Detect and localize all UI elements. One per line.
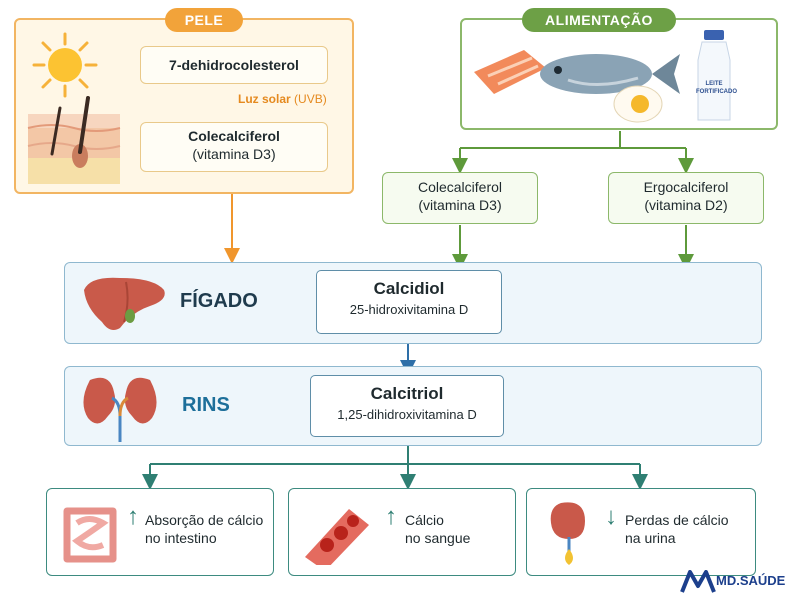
colecalciferol-food-sub: (vitamina D3) xyxy=(418,197,502,213)
figado-label: FÍGADO xyxy=(180,290,258,312)
colecalciferol-food-box: Colecalciferol (vitamina D3) xyxy=(382,172,538,224)
egg-icon xyxy=(613,85,663,123)
effect-blood-text: Cálcio no sangue xyxy=(405,511,470,547)
calcidiol-sub: 25-hidroxivitamina D xyxy=(349,302,469,317)
calcitriol-title: Calcitriol xyxy=(370,384,444,403)
effect-urine-line1: Perdas de cálcio xyxy=(625,512,729,528)
ergocalciferol-title: Ergocalciferol xyxy=(643,179,729,195)
liver-icon xyxy=(84,277,165,330)
arrow-down-icon: ↓ xyxy=(605,503,617,530)
ergocalciferol-box: Ergocalciferol (vitamina D2) xyxy=(608,172,764,224)
effect-intestine-text: Absorção de cálcio no intestino xyxy=(145,511,263,547)
colecalciferol-skin-title: Colecalciferol xyxy=(188,128,280,144)
milk-bottle-shape xyxy=(697,30,731,121)
milk-label-line2: FORTIFICADO xyxy=(696,89,737,95)
milk-bottle-icon: LEITE FORTIFICADO xyxy=(694,30,737,124)
alimentacao-tag: ALIMENTAÇÃO xyxy=(522,8,676,32)
arrow-up-icon: ↑ xyxy=(127,503,139,530)
calcitriol-box: Calcitriol 1,25-dihidroxivitamina D xyxy=(310,375,504,437)
intestine-icon xyxy=(63,507,117,563)
pele-tag: PELE xyxy=(165,8,243,32)
sun-icon xyxy=(32,32,98,98)
7-dehidrocolesterol-box: 7-dehidrocolesterol xyxy=(140,46,328,84)
effect-urine-line2: na urina xyxy=(625,530,676,546)
effect-blood-box: ↑ Cálcio no sangue xyxy=(288,488,516,576)
md-saude-logo-text: MD.SAÚDE xyxy=(716,573,786,588)
effect-blood-line1: Cálcio xyxy=(405,512,444,528)
calcidiol-box: Calcidiol 25-hidroxivitamina D xyxy=(316,270,502,334)
colecalciferol-skin-box: Colecalciferol (vitamina D3) xyxy=(140,122,328,172)
salmon-icon xyxy=(474,50,546,94)
milk-label: LEITE FORTIFICADO xyxy=(696,80,737,96)
arrow-up-icon: ↑ xyxy=(385,503,397,530)
blood-vessel-icon xyxy=(305,509,369,565)
effect-blood-line2: no sangue xyxy=(405,530,471,546)
uvb-label: Luz solar (UVB) xyxy=(238,92,327,106)
milk-label-line1: LEITE xyxy=(705,81,723,87)
effect-intestine-box: ↑ Absorção de cálcio no intestino xyxy=(46,488,274,576)
colecalciferol-skin-sub: (vitamina D3) xyxy=(192,146,276,162)
calcitriol-sub: 1,25-dihidroxivitamina D xyxy=(337,407,477,422)
calcidiol-title: Calcidiol xyxy=(373,279,445,298)
effect-intestine-line2: no intestino xyxy=(145,530,217,546)
ergocalciferol-sub: (vitamina D2) xyxy=(644,197,728,213)
uvb-label-text: Luz solar xyxy=(238,92,291,106)
md-saude-logo-icon xyxy=(680,570,716,593)
fish-icon xyxy=(540,54,680,94)
kidney-urine-icon xyxy=(550,502,585,565)
uvb-label-unit: (UVB) xyxy=(294,92,327,106)
skin-layers-icon xyxy=(27,96,121,184)
effect-urine-box: ↓ Perdas de cálcio na urina xyxy=(526,488,756,576)
food-illustration xyxy=(474,50,680,123)
rins-label: RINS xyxy=(182,394,230,416)
colecalciferol-food-title: Colecalciferol xyxy=(417,179,503,195)
effect-urine-text: Perdas de cálcio na urina xyxy=(625,511,729,547)
effect-intestine-line1: Absorção de cálcio xyxy=(145,512,264,528)
kidneys-icon xyxy=(83,377,157,442)
